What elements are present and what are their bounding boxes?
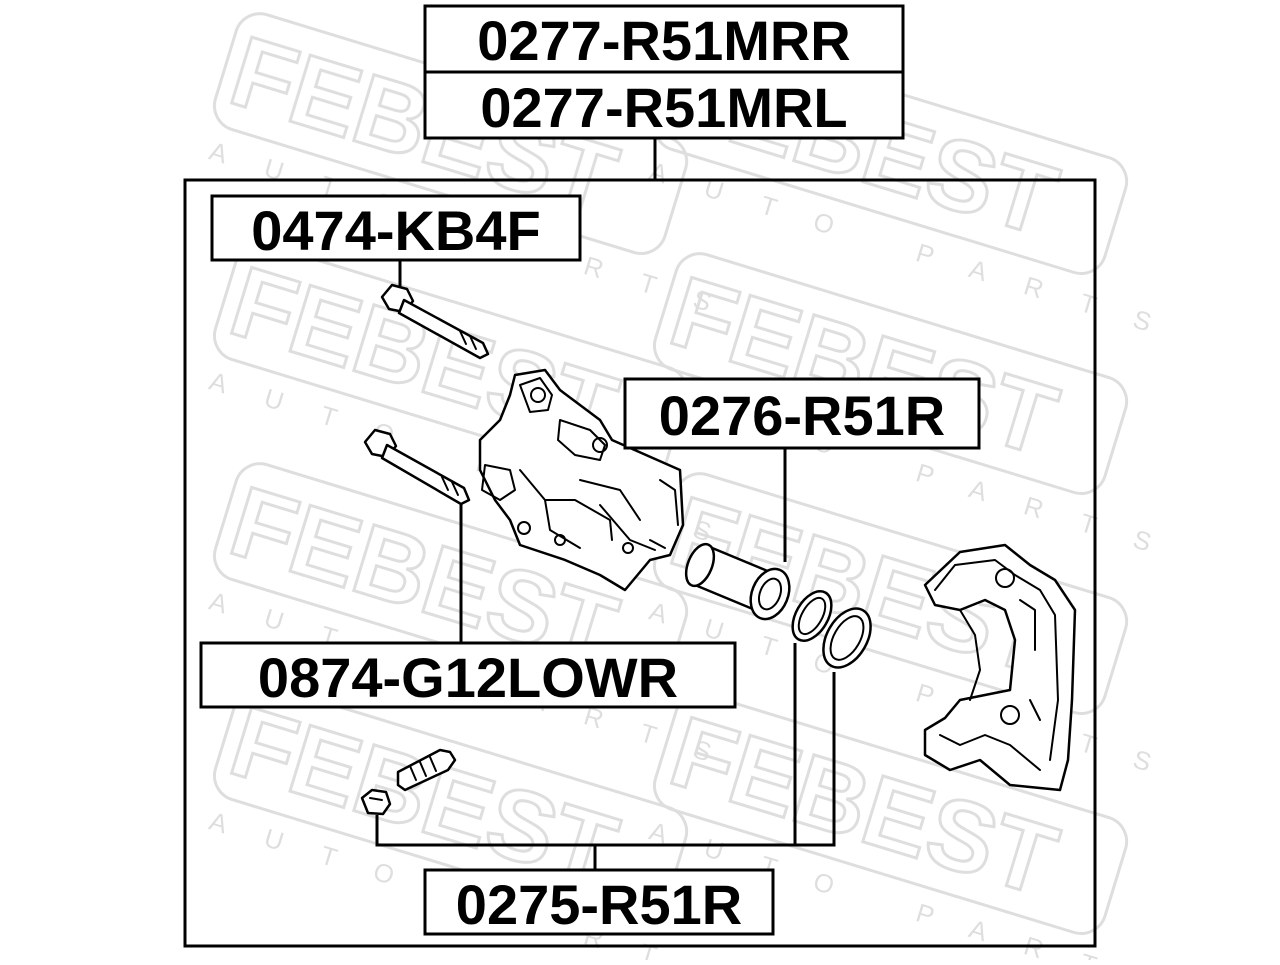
piston-drawing bbox=[684, 542, 791, 621]
label-guide-pin-text: 0874-G12LOWR bbox=[258, 646, 678, 709]
caliper-body-drawing bbox=[478, 368, 685, 592]
label-guide-bolt-text: 0474-KB4F bbox=[251, 199, 540, 262]
label-guide-bolt: 0474-KB4F bbox=[210, 194, 582, 262]
label-assembly-left: 0277-R51MRL bbox=[423, 70, 905, 140]
guide-pin-drawing bbox=[363, 428, 471, 506]
label-guide-pin: 0874-G12LOWR bbox=[199, 641, 737, 709]
label-piston-text: 0276-R51R bbox=[659, 384, 945, 447]
assembly-frame bbox=[183, 178, 1097, 948]
label-assembly-left-text: 0277-R51MRL bbox=[480, 76, 847, 139]
connector-lines bbox=[375, 137, 836, 870]
label-repair-kit-text: 0275-R51R bbox=[456, 873, 742, 936]
label-assembly-right: 0277-R51MRR bbox=[423, 4, 905, 74]
dust-boot-drawing bbox=[822, 607, 872, 669]
guide-bolt-upper-drawing bbox=[380, 283, 490, 360]
watermark-group: FEBEST AUTO PARTS FEBEST AUTO PARTS FEBE… bbox=[206, 12, 1193, 965]
label-assembly-right-text: 0277-R51MRR bbox=[477, 9, 851, 72]
seal-ring-drawing bbox=[791, 590, 833, 642]
leader-repair-kit bbox=[375, 672, 836, 847]
label-repair-kit: 0275-R51R bbox=[423, 868, 775, 936]
label-piston: 0276-R51R bbox=[623, 377, 981, 450]
bleeder-screw-drawing bbox=[360, 748, 457, 816]
caliper-bracket-drawing bbox=[923, 543, 1077, 792]
